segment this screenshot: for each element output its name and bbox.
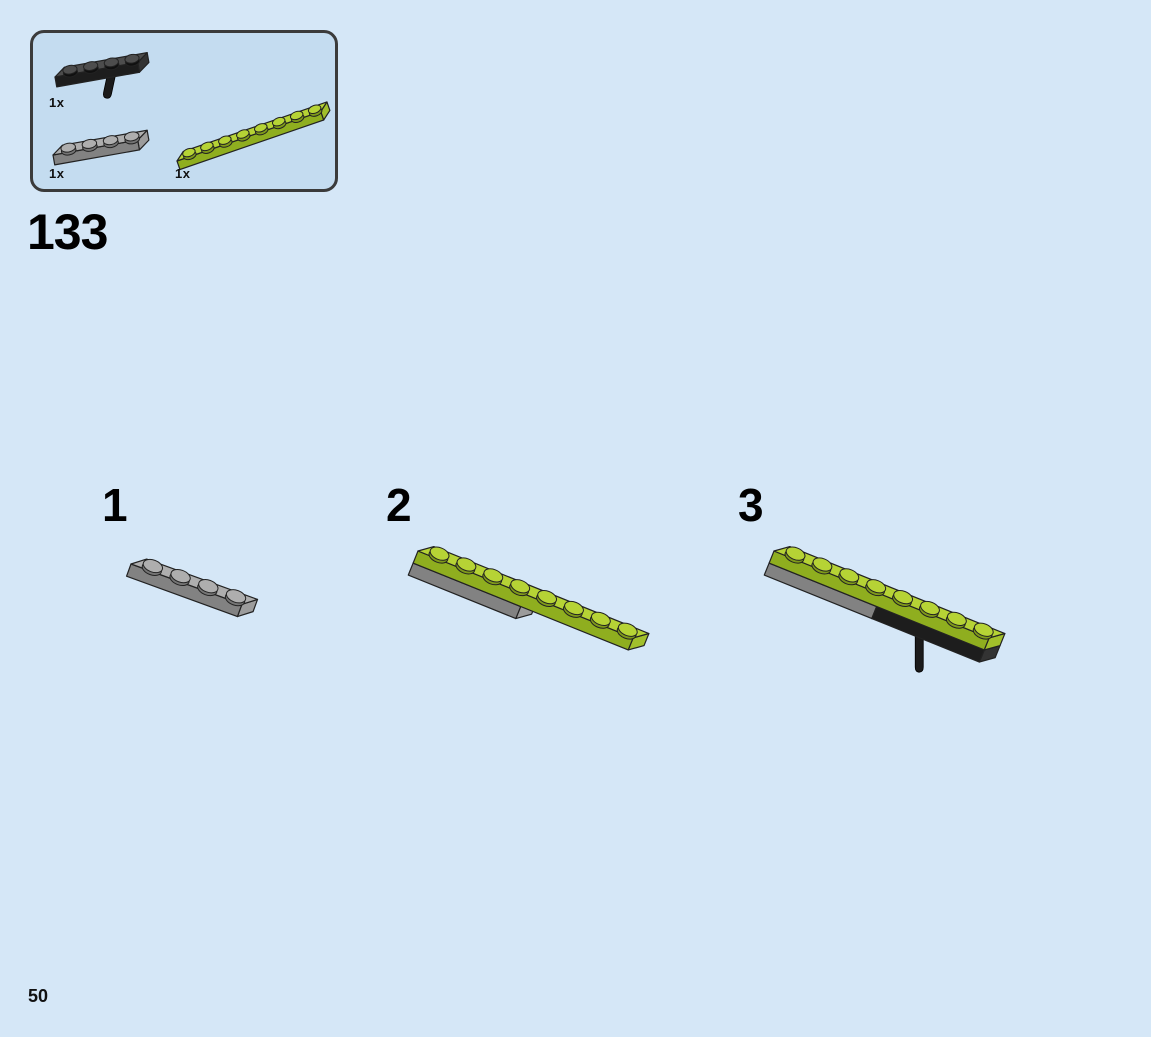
- parts-illustrations: [52, 52, 331, 171]
- substep-3-illustration-assembly-with-pin: [763, 545, 1006, 673]
- part-count-gray-plate: 1x: [49, 166, 65, 181]
- parts-callout-box: 1x 1x 1x: [30, 30, 338, 192]
- substep-3-label: 3: [738, 479, 764, 531]
- substep-2-label: 2: [386, 479, 412, 531]
- part-count-lime-plate: 1x: [175, 166, 191, 181]
- substep-1-label: 1: [102, 479, 128, 531]
- part-count-black-plate-with-pin: 1x: [49, 95, 65, 110]
- page-number: 50: [28, 986, 49, 1006]
- step-number: 133: [27, 204, 108, 260]
- substep-1-illustration-gray-plate: [125, 558, 259, 618]
- substep-2-illustration-lime-plate-on-gray: [407, 545, 650, 651]
